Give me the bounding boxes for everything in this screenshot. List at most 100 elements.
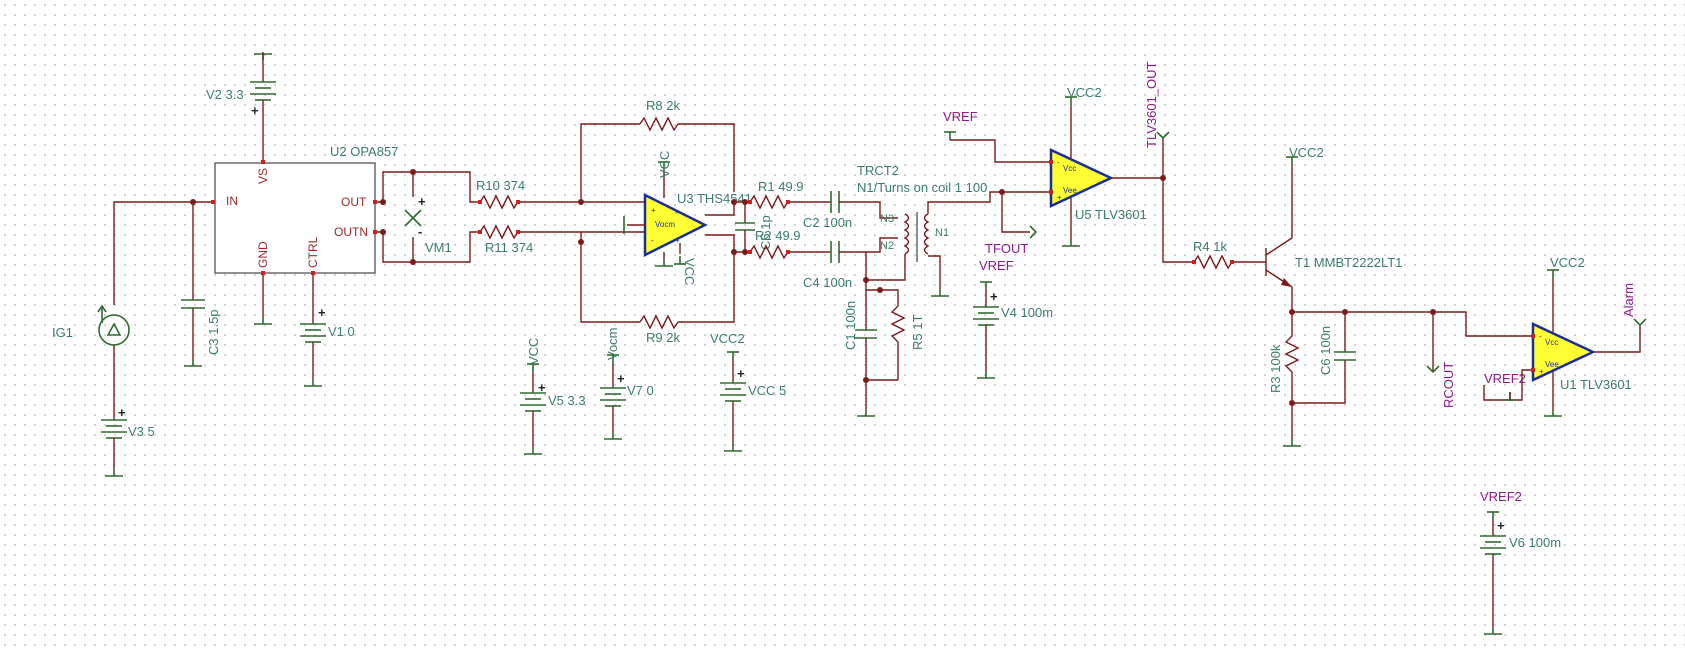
trct2-value: N1/Turns on coil 1 100 xyxy=(857,180,987,195)
v6-source[interactable]: VREF2 + V6 100m xyxy=(1480,489,1561,635)
trct2-n3: N3 xyxy=(880,213,894,225)
u3-vcc-net: VCC xyxy=(657,151,672,178)
v5-label: V5 3.3 xyxy=(548,393,586,408)
pin-markers xyxy=(211,160,1535,372)
r1-resistor[interactable]: R1 49.9 xyxy=(749,179,804,210)
u2-pin-outn: OUTN xyxy=(334,225,368,239)
u1-body xyxy=(1531,322,1596,382)
c5-label: C5 1p xyxy=(758,215,773,250)
vm1-label: VM1 xyxy=(425,240,452,255)
vref-net-u5: VREF xyxy=(943,109,1051,163)
c5-capacitor[interactable]: C5 1p xyxy=(735,202,773,252)
r10-label: R10 374 xyxy=(476,178,525,193)
c6-label: C6 100n xyxy=(1318,326,1333,375)
u5-tlv3601[interactable]: - + Vcc Vee U5 TLV3601 xyxy=(1049,148,1147,222)
svg-text:-: - xyxy=(1057,158,1060,167)
u5-vcc2-net: VCC2 xyxy=(1067,85,1102,100)
v4-source[interactable]: VREF + V4 100m xyxy=(973,258,1053,379)
u2-label: U2 OPA857 xyxy=(330,144,398,159)
u1-vcc2-net: VCC2 xyxy=(1550,255,1585,270)
svg-text:+: + xyxy=(418,194,426,209)
r5-resistor[interactable]: R5 1T xyxy=(890,300,925,380)
tlv3601-out-net: TLV3601_OUT xyxy=(1144,61,1159,148)
rcout-net: RCOUT xyxy=(1441,362,1456,408)
r4-resistor[interactable]: R4 1k xyxy=(1193,239,1233,270)
v2-source[interactable]: + V2 3.3 xyxy=(206,52,276,163)
r2-resistor[interactable]: R2 49.9 xyxy=(749,228,801,260)
v6-label: V6 100m xyxy=(1509,535,1561,550)
v3-label: V3 5 xyxy=(128,424,155,439)
alarm-net: Alarm xyxy=(1621,283,1636,317)
u5-body xyxy=(1049,148,1114,208)
r2-label: R2 49.9 xyxy=(755,228,801,243)
svg-text:+: + xyxy=(617,371,625,386)
v4-vref-net: VREF xyxy=(979,258,1014,273)
c4-label: C4 100n xyxy=(803,275,852,290)
v1-label: V1 0 xyxy=(328,324,355,339)
vm1-voltmeter[interactable]: + - VM1 xyxy=(404,194,452,255)
trct2-ref: TRCT2 xyxy=(857,163,899,178)
v5-vcc-net: VCC xyxy=(526,338,541,365)
svg-text:+: + xyxy=(651,206,656,215)
u3-vcc-bottom-net: VCC xyxy=(682,258,697,285)
v2-label: V2 3.3 xyxy=(206,87,244,102)
c4-capacitor[interactable]: C4 100n xyxy=(803,241,852,290)
u2-pin-in: IN xyxy=(226,194,238,208)
svg-text:+: + xyxy=(675,236,680,245)
r8-label: R8 2k xyxy=(646,98,680,113)
svg-text:-: - xyxy=(675,208,678,217)
v1-source[interactable]: + V1 0 xyxy=(300,273,355,387)
c3-capacitor[interactable]: C3 1.5p xyxy=(181,299,221,367)
r9-label: R9 2k xyxy=(646,330,680,345)
trct2-n1: N1 xyxy=(935,227,949,239)
v7-vocm-net: Vocm xyxy=(605,327,620,360)
r5-label: R5 1T xyxy=(910,315,925,350)
svg-text:+: + xyxy=(318,305,326,320)
r11-label: R11 374 xyxy=(485,240,533,255)
vcc5-label: VCC 5 xyxy=(748,383,786,398)
u2-gnd-symbol xyxy=(253,317,273,325)
u3-label: U3 THS4541 xyxy=(677,191,752,206)
u1-tlv3601[interactable]: - + Vcc Vee U1 TLV3601 xyxy=(1531,322,1632,392)
r1-label: R1 49.9 xyxy=(758,179,804,194)
c1-capacitor[interactable]: C1 100n xyxy=(843,290,877,380)
svg-text:+: + xyxy=(990,289,998,304)
u1-pin-vee: Vee xyxy=(1545,360,1559,369)
ig1-current-source[interactable]: IG1 xyxy=(52,304,130,420)
svg-text:+: + xyxy=(737,366,745,381)
u2-opa857[interactable]: U2 OPA857 IN VS GND CTRL OUT OUTN xyxy=(214,144,398,274)
t1-transistor[interactable]: T1 MMBT2222LT1 xyxy=(1265,237,1402,288)
svg-text:+: + xyxy=(1539,367,1544,376)
u2-pin-gnd: GND xyxy=(256,241,270,268)
u1-label: U1 TLV3601 xyxy=(1560,377,1632,392)
v3-source[interactable]: + V3 5 xyxy=(101,405,155,477)
trct2-transformer[interactable]: TRCT2 N1/Turns on coil 1 100 N3 N2 N1 xyxy=(857,163,987,262)
r10-resistor[interactable]: R10 374 xyxy=(476,178,525,210)
svg-text:-: - xyxy=(1539,332,1542,341)
svg-text:+: + xyxy=(118,405,126,420)
r9-resistor[interactable]: R9 2k xyxy=(639,314,680,345)
svg-text:-: - xyxy=(651,236,654,245)
vcc5-source[interactable]: VCC2 + VCC 5 xyxy=(710,331,786,452)
r8-resistor[interactable]: R8 2k xyxy=(639,98,680,132)
u5-label: U5 TLV3601 xyxy=(1075,207,1147,222)
u2-body xyxy=(214,162,376,274)
tfout-net: TFOUT xyxy=(985,241,1028,256)
t1-label: T1 MMBT2222LT1 xyxy=(1295,255,1402,270)
trct2-n2: N2 xyxy=(880,240,894,252)
vref2-net-u1: VREF2 xyxy=(1484,371,1526,386)
u5-pin-vee: Vee xyxy=(1063,186,1077,195)
v7-source[interactable]: Vocm + V7 0 xyxy=(600,327,654,440)
r3-resistor[interactable]: R3 100k xyxy=(1268,312,1300,403)
v5-source[interactable]: VCC + V5 3.3 xyxy=(520,338,586,455)
u2-pin-out: OUT xyxy=(341,195,367,209)
v7-label: V7 0 xyxy=(627,383,654,398)
svg-text:VREF: VREF xyxy=(943,109,978,124)
u1-pin-vcc: Vcc xyxy=(1545,338,1558,347)
c6-capacitor[interactable]: C6 100n xyxy=(1292,312,1356,404)
c2-capacitor[interactable]: C2 100n xyxy=(803,191,852,230)
vcc5-vcc2-net: VCC2 xyxy=(710,331,745,346)
u2-pin-ctrl: CTRL xyxy=(306,236,320,268)
r11-resistor[interactable]: R11 374 xyxy=(479,224,533,255)
